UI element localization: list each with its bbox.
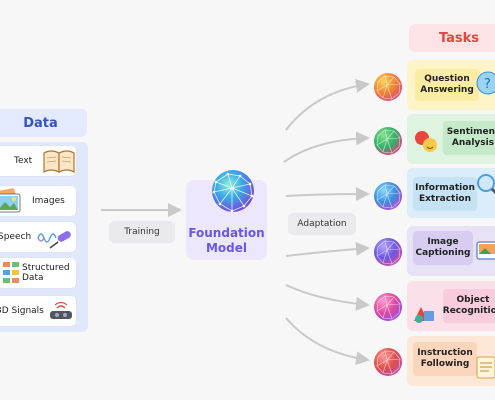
data-item-label: 3D Signals <box>0 306 44 316</box>
task-label: Question Answering <box>415 69 479 101</box>
task-box: Instruction Following <box>407 336 495 386</box>
data-item-label: Speech <box>0 232 32 242</box>
data-item-3d: 3D Signals <box>0 296 76 326</box>
data-item-label: Structured Data <box>22 263 70 283</box>
microphone-wave-icon <box>37 231 71 249</box>
task-box: Question Answering? <box>407 60 495 110</box>
task-box: Sentiment Analysis <box>407 114 495 164</box>
open-book-icon <box>43 150 75 174</box>
adaptation-arrow <box>285 187 370 202</box>
adaptation-arrow <box>285 242 370 257</box>
task-label: Instruction Following <box>413 342 477 376</box>
adaptation-label: Adaptation <box>288 213 356 235</box>
task-box: Object Recognition <box>407 281 495 331</box>
task-box: Image Captioning <box>407 226 495 276</box>
data-header: Data <box>0 109 87 137</box>
shapes-icon <box>414 307 434 323</box>
task-model-sphere-icon <box>374 348 402 376</box>
task-label: Object Recognition <box>443 289 495 323</box>
photos-icon <box>0 188 21 213</box>
recipe-card-icon <box>476 356 495 379</box>
picture-card-icon <box>476 241 495 260</box>
network-sphere-icon <box>212 170 254 213</box>
foundation-model-label: Foundation Model <box>188 226 265 255</box>
task-model-sphere-icon <box>374 238 402 266</box>
emoji-faces-icon <box>415 131 437 152</box>
task-model-sphere-icon <box>374 127 402 155</box>
task-label: Image Captioning <box>413 231 473 265</box>
data-item-label: Images <box>32 196 65 206</box>
task-model-sphere-icon <box>374 182 402 210</box>
training-label: Training <box>109 221 175 243</box>
sensor-device-icon <box>50 301 72 319</box>
adaptation-arrow <box>285 317 370 366</box>
data-item-speech: Speech <box>0 222 76 252</box>
adaptation-arrow <box>285 78 370 131</box>
magnifier-icon <box>477 174 495 195</box>
task-box: Information Extraction <box>407 168 495 218</box>
data-item-label: Text <box>14 156 33 166</box>
data-item-text: Text <box>0 146 76 176</box>
flowchart-icon <box>3 262 19 283</box>
question-bubble-icon: ? <box>476 71 495 95</box>
svg-text:?: ? <box>484 77 491 92</box>
adaptation-arrow <box>283 131 370 163</box>
task-model-sphere-icon <box>374 73 402 101</box>
task-label: Information Extraction <box>413 177 477 211</box>
task-model-sphere-icon <box>374 293 402 321</box>
adaptation-arrow <box>285 284 370 311</box>
data-item-images: Images <box>0 186 76 216</box>
data-item-structured: Structured Data <box>0 258 76 288</box>
tasks-header: Tasks <box>409 24 495 52</box>
task-label: Sentiment Analysis <box>443 121 495 155</box>
